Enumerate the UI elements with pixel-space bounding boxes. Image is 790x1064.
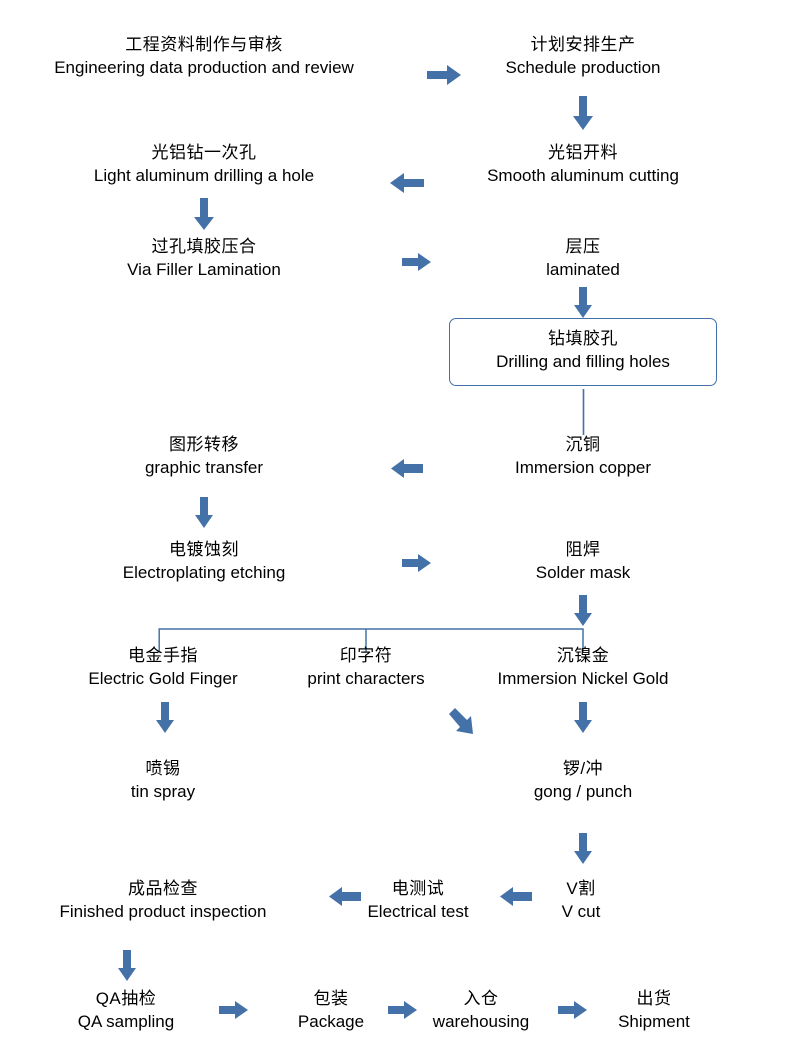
node-nickel-gold-cn: 沉镍金	[556, 646, 610, 665]
node-immersion-cu[interactable]: 沉铜 Immersion copper	[515, 434, 651, 480]
node-finished-en: Finished product inspection	[59, 901, 267, 921]
node-fill-holes-cn: 钻填胶孔	[548, 329, 618, 348]
arrow-solder-mask-to-branch	[573, 595, 593, 627]
node-finished-cn: 成品检查	[128, 879, 198, 898]
node-via-filler-cn: 过孔填胶压合	[151, 237, 257, 256]
node-graphic-en: graphic transfer	[144, 457, 264, 477]
node-tin-spray-en: tin spray	[130, 781, 196, 801]
node-qa-sampling-en: QA sampling	[77, 1011, 175, 1031]
node-engineering-en: Engineering data production and review	[54, 57, 354, 77]
node-drilling-cn: 光铝钻一次孔	[151, 143, 257, 162]
node-schedule[interactable]: 计划安排生产 Schedule production	[505, 34, 660, 80]
arrow-electroplate-to-solder-mask	[402, 553, 432, 573]
node-engineering[interactable]: 工程资料制作与审核 Engineering data production an…	[54, 34, 354, 80]
node-electroplate-cn: 电镀蚀刻	[168, 540, 239, 559]
arrow-electrical-to-finished	[327, 886, 361, 907]
arrow-warehousing-to-shipment	[558, 1000, 588, 1020]
node-drilling[interactable]: 光铝钻一次孔 Light aluminum drilling a hole	[94, 142, 314, 188]
arrow-print-chars-to-gong	[447, 708, 477, 740]
node-v-cut[interactable]: V割 V cut	[562, 878, 601, 924]
arrow-engineering-to-schedule	[427, 64, 463, 86]
node-schedule-en: Schedule production	[505, 57, 661, 77]
arrow-qa-to-package	[219, 1000, 249, 1020]
node-nickel-gold[interactable]: 沉镍金 Immersion Nickel Gold	[498, 645, 669, 691]
node-gong-punch[interactable]: 锣/冲 gong / punch	[534, 758, 632, 804]
arrow-schedule-to-cutting	[572, 96, 594, 132]
node-print-chars-cn: 印字符	[339, 646, 393, 665]
node-shipment-cn: 出货	[636, 989, 672, 1008]
arrow-laminated-to-fill-holes	[573, 287, 593, 319]
node-electrical[interactable]: 电测试 Electrical test	[367, 878, 468, 924]
node-v-cut-cn: V割	[566, 879, 596, 898]
node-via-filler[interactable]: 过孔填胶压合 Via Filler Lamination	[127, 236, 281, 282]
arrow-via-filler-to-laminated	[402, 252, 432, 272]
node-qa-sampling-cn: QA抽检	[95, 989, 157, 1008]
node-gold-finger-cn: 电金手指	[128, 646, 198, 665]
arrow-immersion-cu-to-graphic	[389, 458, 423, 479]
node-laminated-cn: 层压	[565, 237, 601, 256]
arrow-cutting-to-drilling	[388, 172, 424, 194]
arrow-nickel-gold-to-gong	[573, 702, 593, 734]
node-via-filler-en: Via Filler Lamination	[127, 259, 281, 279]
arrow-graphic-to-electroplate	[194, 497, 214, 529]
connector-branch-bracket	[158, 628, 588, 652]
node-electrical-cn: 电测试	[391, 879, 445, 898]
node-cutting[interactable]: 光铝开料 Smooth aluminum cutting	[487, 142, 679, 188]
node-solder-mask-en: Solder mask	[535, 562, 631, 582]
node-warehousing[interactable]: 入仓 warehousing	[433, 988, 529, 1034]
node-cutting-cn: 光铝开料	[547, 143, 618, 162]
node-solder-mask[interactable]: 阻焊 Solder mask	[536, 539, 630, 585]
node-engineering-cn: 工程资料制作与审核	[125, 35, 283, 54]
node-nickel-gold-en: Immersion Nickel Gold	[497, 668, 669, 688]
arrow-v-cut-to-electrical	[498, 886, 532, 907]
arrow-gold-finger-to-tin-spray	[155, 702, 175, 734]
arrow-finished-to-qa	[117, 950, 137, 982]
node-shipment[interactable]: 出货 Shipment	[618, 988, 690, 1034]
node-solder-mask-cn: 阻焊	[565, 540, 601, 559]
node-tin-spray[interactable]: 喷锡 tin spray	[131, 758, 195, 804]
node-print-chars[interactable]: 印字符 print characters	[307, 645, 424, 691]
node-v-cut-en: V cut	[561, 901, 601, 921]
node-immersion-cu-en: Immersion copper	[514, 457, 652, 477]
node-fill-holes-en: Drilling and filling holes	[496, 351, 670, 371]
arrow-package-to-warehousing	[388, 1000, 418, 1020]
node-fill-holes[interactable]: 钻填胶孔 Drilling and filling holes	[449, 318, 717, 386]
node-electroplate[interactable]: 电镀蚀刻 Electroplating etching	[123, 539, 286, 585]
node-graphic[interactable]: 图形转移 graphic transfer	[145, 434, 263, 480]
node-schedule-cn: 计划安排生产	[530, 35, 636, 54]
node-immersion-cu-cn: 沉铜	[565, 435, 601, 454]
node-gong-punch-cn: 锣/冲	[562, 759, 604, 778]
node-graphic-cn: 图形转移	[169, 435, 239, 454]
arrow-gong-to-v-cut	[573, 833, 593, 865]
node-laminated-en: laminated	[546, 259, 620, 279]
node-warehousing-en: warehousing	[432, 1011, 530, 1031]
node-shipment-en: Shipment	[618, 1011, 690, 1031]
node-electroplate-en: Electroplating etching	[122, 562, 286, 582]
connector-fill-holes-to-immersion-cu	[582, 389, 585, 435]
node-gold-finger-en: Electric Gold Finger	[88, 668, 238, 688]
node-finished[interactable]: 成品检查 Finished product inspection	[60, 878, 267, 924]
node-print-chars-en: print characters	[307, 668, 425, 688]
node-warehousing-cn: 入仓	[463, 989, 499, 1008]
node-tin-spray-cn: 喷锡	[145, 759, 181, 778]
node-package-en: Package	[297, 1011, 365, 1031]
node-cutting-en: Smooth aluminum cutting	[487, 165, 679, 185]
node-package[interactable]: 包装 Package	[298, 988, 364, 1034]
node-laminated[interactable]: 层压 laminated	[546, 236, 620, 282]
node-electrical-en: Electrical test	[367, 901, 469, 921]
node-package-cn: 包装	[313, 989, 349, 1008]
node-gold-finger[interactable]: 电金手指 Electric Gold Finger	[88, 645, 237, 691]
node-qa-sampling[interactable]: QA抽检 QA sampling	[78, 988, 174, 1034]
arrow-drilling-to-via-filler	[193, 198, 215, 232]
node-gong-punch-en: gong / punch	[533, 781, 633, 801]
node-drilling-en: Light aluminum drilling a hole	[93, 165, 315, 185]
